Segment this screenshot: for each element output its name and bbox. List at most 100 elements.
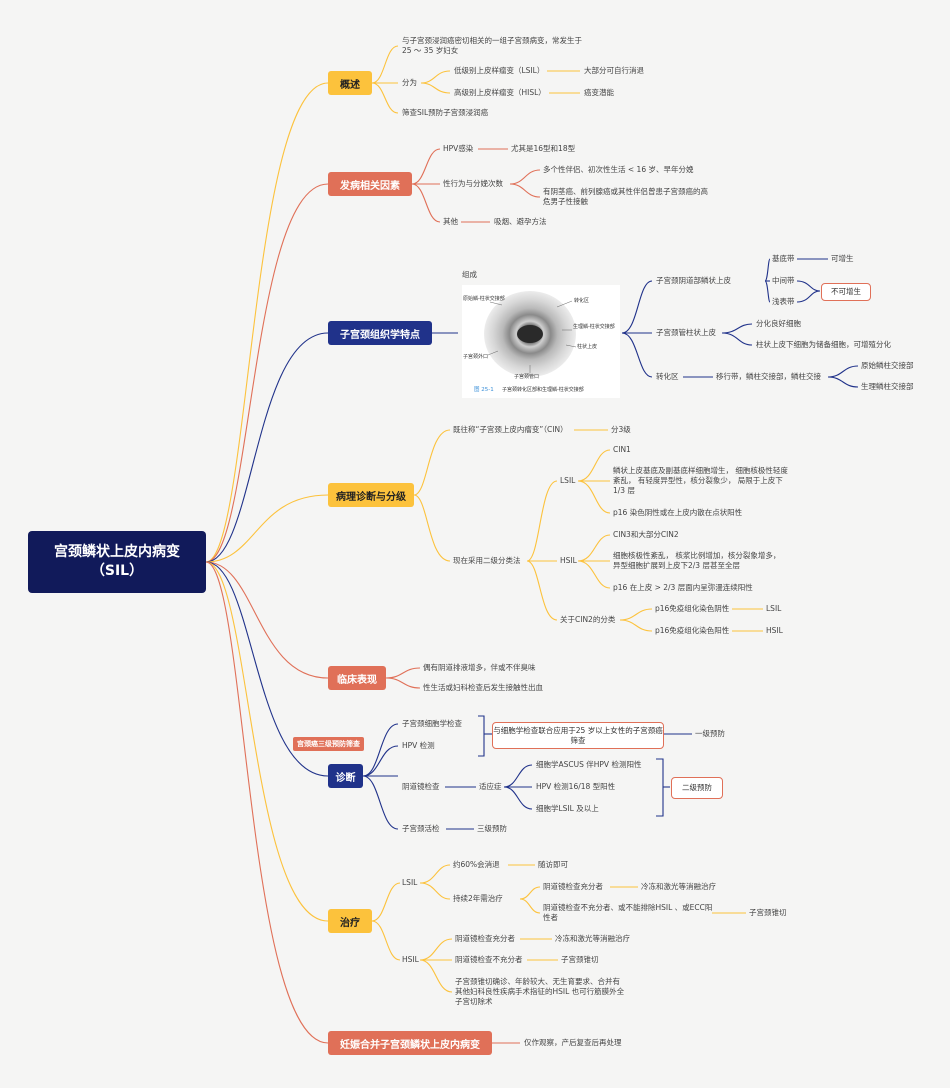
screening-tag: 宫颈癌三级预防筛查 [293, 737, 364, 751]
pathology-former-note: 分3级 [611, 425, 631, 434]
clinical-a: 偶有阴道排液增多，伴或不伴臭味 [423, 663, 536, 672]
cervix-image: 原始鳞-柱状交接部 子宫颈外口 转化区 生理鳞-柱状交接部 柱状上皮 子宫颈管口… [463, 291, 615, 393]
no-prolif-box: 不可增生 [821, 283, 871, 301]
pathology-cin2: 关于CIN2的分类 [560, 615, 616, 624]
diagnosis-ind-c: 细胞学LSIL 及以上 [536, 804, 599, 813]
risk-node[interactable]: 发病相关因素 [328, 172, 412, 196]
overview-classify: 分为 [402, 78, 417, 87]
treatment-hsil-a: 阴道镜检查充分者 [455, 934, 515, 943]
pathology-node[interactable]: 病理诊断与分级 [328, 483, 414, 507]
fig-number: 图 25-1 [474, 385, 494, 393]
overview-hsil-note: 癌变潜能 [584, 88, 614, 97]
diagnosis-level3: 三级预防 [477, 824, 507, 833]
pathology-cin2-pos: p16免疫组化染色阳性 [655, 626, 730, 635]
fig-label-columnar: 柱状上皮 [577, 343, 597, 350]
joint-screening-box: 与细胞学检查联合应用于25 岁以上女性的子宫颈癌筛查 [492, 722, 664, 749]
pathology-lsil-c: p16 染色阴性或在上皮内散在点状阳性 [613, 508, 743, 517]
treatment-lsil: LSIL [402, 878, 418, 887]
risk-sex-a: 多个性伴侣、初次性生活 < 16 岁、早年分娩 [543, 165, 694, 174]
pathology-former: 既往称“子宫颈上皮内瘤变”（CIN） [453, 425, 568, 434]
cervix-figure: 原始鳞-柱状交接部 子宫颈外口 转化区 生理鳞-柱状交接部 柱状上皮 子宫颈管口… [462, 285, 620, 398]
histology-node[interactable]: 子宫颈组织学特点 [328, 321, 432, 345]
histology-phys-junction: 生理鳞柱交接部 [861, 382, 914, 391]
treatment-lsil-a: 约60%会消退 [453, 860, 500, 869]
root-node[interactable]: 宫颈鳞状上皮内病变 （SIL） [28, 531, 206, 593]
treatment-lsil-b2-note: 子宫颈锥切 [749, 908, 787, 917]
pregnancy-note: 仅作观察，产后复查后再处理 [524, 1038, 622, 1047]
treatment-hsil-b-note: 子宫颈锥切 [561, 955, 599, 964]
risk-hpv-note: 尤其是16型和18型 [511, 144, 576, 153]
diagnosis-indication: 适应症 [479, 782, 502, 791]
treatment-hsil-c: 子宫颈锥切确诊、年龄较大、无生育要求、合并有其他妇科良性疾病手术指征的HSIL … [455, 977, 625, 1006]
treatment-node[interactable]: 治疗 [328, 909, 372, 933]
treatment-hsil-a-note: 冷冻和激光等消融治疗 [555, 934, 630, 943]
pathology-lsil-a: CIN1 [613, 445, 631, 454]
pathology-cin2-neg-result: LSIL [766, 604, 782, 613]
risk-sex: 性行为与分娩次数 [443, 179, 503, 188]
histology-columnar: 子宫颈管柱状上皮 [656, 328, 716, 337]
diagnosis-ind-a: 细胞学ASCUS 伴HPV 检测阳性 [536, 760, 642, 769]
clinical-node[interactable]: 临床表现 [328, 666, 386, 690]
diagnosis-biopsy: 子宫颈活检 [402, 824, 440, 833]
pathology-lsil-b: 鳞状上皮基底及副基底样细胞增生， 细胞核极性轻度紊乱， 有轻度异型性，核分裂象少… [613, 466, 788, 495]
treatment-lsil-b: 持续2年需治疗 [453, 894, 503, 903]
treatment-lsil-b2: 阴道镜检查不充分者、或不能排除HSIL 、或ECC阳性者 [543, 903, 713, 922]
histology-middle: 中间带 [772, 276, 795, 285]
diagnosis-level1: 一级预防 [695, 729, 725, 738]
pathology-current: 现在采用二级分类法 [453, 556, 521, 565]
pathology-lsil: LSIL [560, 476, 576, 485]
histology-surface: 浅表带 [772, 297, 795, 306]
fig-label-transform-zone: 转化区 [574, 297, 589, 304]
pathology-cin2-neg: p16免疫组化染色阴性 [655, 604, 730, 613]
treatment-hsil-b: 阴道镜检查不充分者 [455, 955, 523, 964]
branch-line-diagnosis [205, 561, 329, 777]
histology-squamous: 子宫颈阴道部鳞状上皮 [656, 276, 731, 285]
overview-lsil: 低级别上皮样瘤变（LSIL） [454, 66, 545, 75]
pathology-cin2-pos-result: HSIL [766, 626, 783, 635]
histology-transform-note: 移行带，鳞柱交接部，鳞柱交接 [716, 372, 821, 381]
histology-basal-note: 可增生 [831, 254, 854, 263]
level2-box: 二级预防 [671, 777, 723, 799]
histology-col-a: 分化良好细胞 [756, 319, 801, 328]
treatment-lsil-b1-note: 冷冻和激光等消融治疗 [641, 882, 716, 891]
fig-label-external-os: 子宫颈外口 [463, 353, 488, 360]
root-subtitle: （SIL） [90, 563, 144, 579]
branch-line-risk [205, 183, 329, 563]
treatment-lsil-a-note: 随访即可 [538, 860, 568, 869]
overview-hsil: 高级别上皮样瘤变（HISL） [454, 88, 546, 97]
fig-caption: 子宫颈转化区部和生理鳞-柱状交接部 [502, 386, 584, 393]
pregnancy-node[interactable]: 妊娠合并子宫颈鳞状上皮内病变 [328, 1031, 492, 1055]
overview-node[interactable]: 概述 [328, 71, 372, 95]
pathology-hsil: HSIL [560, 556, 577, 565]
branch-line-pathology [205, 494, 329, 563]
diagnosis-ind-b: HPV 检测16/18 型阳性 [536, 782, 616, 791]
histology-orig-junction: 原始鳞柱交接部 [861, 361, 914, 370]
risk-hpv: HPV感染 [443, 144, 474, 153]
fig-label-orig-junction: 原始鳞-柱状交接部 [463, 295, 505, 302]
overview-definition: 与子宫颈浸润癌密切相关的一组子宫颈病变，常发生于25 ～ 35 岁妇女 [402, 36, 582, 55]
overview-lsil-note: 大部分可自行消退 [584, 66, 644, 75]
fig-label-phys-junction: 生理鳞-柱状交接部 [573, 323, 615, 330]
branch-line-overview [205, 82, 329, 563]
branch-line-histology [205, 332, 329, 563]
risk-sex-b: 有阴茎癌、前列腺癌或其性伴侣曾患子宫颈癌的高危男子性接触 [543, 187, 708, 206]
treatment-hsil: HSIL [402, 955, 419, 964]
overview-screen: 筛查SIL预防子宫颈浸润癌 [402, 108, 489, 117]
risk-other: 其他 [443, 217, 458, 226]
histology-col-b: 柱状上皮下细胞为储备细胞，可增殖分化 [756, 340, 891, 349]
branch-line-treatment [205, 561, 329, 922]
histology-basal: 基底带 [772, 254, 795, 263]
pathology-hsil-c: p16 在上皮 > 2/3 层面内呈弥漫连续阳性 [613, 583, 753, 592]
treatment-lsil-b1: 阴道镜检查充分者 [543, 882, 603, 891]
diagnosis-colpo: 阴道镜检查 [402, 782, 440, 791]
pathology-hsil-a: CIN3和大部分CIN2 [613, 530, 679, 539]
risk-other-note: 吸烟、避孕方法 [494, 217, 547, 226]
branch-line-clinical [205, 561, 329, 679]
branch-line-pregnancy [205, 561, 329, 1044]
pathology-hsil-b: 细胞核极性紊乱， 核浆比例增加，核分裂象增多， 异型细胞扩展到上皮下2/3 层甚… [613, 551, 781, 570]
diagnosis-node[interactable]: 诊断 [328, 764, 363, 788]
histology-compose: 组成 [462, 270, 477, 279]
root-title: 宫颈鳞状上皮内病变 [54, 544, 180, 560]
diagnosis-hpv: HPV 检测 [402, 741, 435, 750]
